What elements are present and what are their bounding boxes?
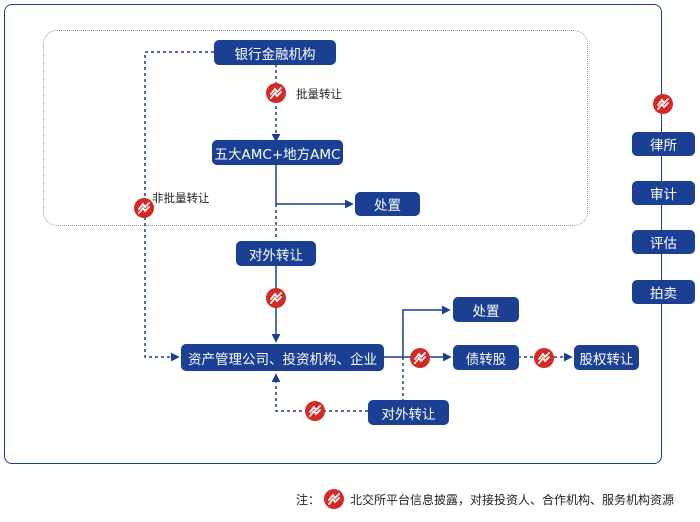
legend-prefix: 注： bbox=[296, 492, 321, 507]
legend-text: 北交所平台信息披露，对接投资人、合作机构、服务机构资源 bbox=[350, 492, 675, 507]
node-debt-equity: 债转股 bbox=[453, 345, 519, 370]
platform-logo-icon bbox=[134, 198, 154, 218]
node-dispose-top: 处置 bbox=[355, 192, 420, 216]
service-law-firm: 律所 bbox=[632, 132, 695, 156]
node-dispose-right: 处置 bbox=[453, 297, 519, 322]
label-batch-transfer: 批量转让 bbox=[296, 87, 342, 101]
node-bank: 银行金融机构 bbox=[214, 40, 336, 65]
platform-logo-icon bbox=[266, 288, 286, 308]
edge-amc-to-dispose bbox=[275, 164, 354, 209]
edge-asset-to-dispose bbox=[402, 305, 451, 357]
service-auction: 拍卖 bbox=[632, 280, 695, 304]
platform-logo-icon bbox=[653, 94, 673, 114]
platform-logo-icon bbox=[534, 348, 554, 368]
service-audit: 审计 bbox=[632, 181, 695, 205]
legend-note: 注： 北交所平台信息披露，对接投资人、合作机构、服务机构资源 bbox=[296, 489, 674, 509]
dotted-group bbox=[43, 30, 588, 226]
node-asset-mgmt: 资产管理公司、投资机构、企业 bbox=[181, 344, 384, 371]
label-non-batch-transfer: 非批量转让 bbox=[152, 191, 210, 205]
node-transfer-out-bottom: 对外转让 bbox=[368, 400, 449, 425]
platform-logo-icon bbox=[305, 401, 325, 421]
edge-non-batch bbox=[144, 51, 214, 362]
node-amc: 五大AMC+地方AMC bbox=[212, 140, 343, 165]
service-appraisal: 评估 bbox=[632, 230, 695, 254]
platform-logo-icon bbox=[410, 348, 430, 368]
edge-bottom-transfer-return bbox=[271, 373, 368, 412]
node-transfer-out-mid: 对外转让 bbox=[236, 241, 316, 266]
platform-logo-icon bbox=[266, 83, 286, 103]
node-equity-transfer: 股权转让 bbox=[574, 345, 639, 370]
platform-logo-icon bbox=[324, 489, 345, 509]
